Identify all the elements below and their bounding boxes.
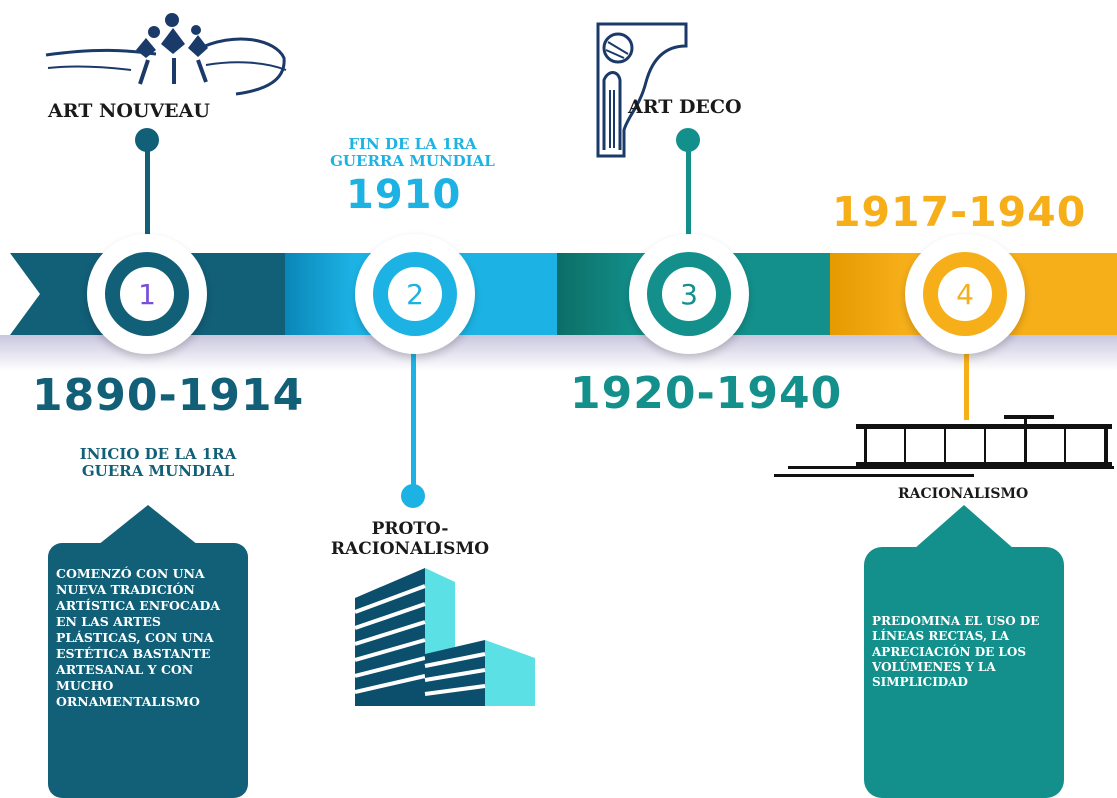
- connector-3: [686, 140, 691, 240]
- connector-dot-1: [135, 128, 159, 152]
- milestone-3-title: ART DECO: [628, 96, 742, 118]
- timeline-ribbon: [10, 253, 1117, 335]
- milestone-1-description: Comenzó con una nueva tradición artístic…: [56, 566, 221, 709]
- milestone-circle-4: 4: [905, 234, 1025, 354]
- milestone-2-year: 1910: [346, 172, 462, 218]
- connector-2: [411, 350, 416, 495]
- art-deco-ornament-icon: [596, 22, 688, 158]
- milestone-number-3: 3: [662, 267, 716, 321]
- milestone-number-2: 2: [388, 267, 442, 321]
- milestone-1-caption: INICIO DE LA 1RA GUERA MUNDIAL: [79, 445, 237, 481]
- milestone-1-title: ART NOUVEAU: [48, 100, 210, 122]
- milestone-number-1: 1: [120, 267, 174, 321]
- connector-1: [145, 140, 150, 240]
- milestone-2-caption: FIN DE LA 1RA GUERRA MUNDIAL: [330, 135, 495, 171]
- connector-dot-2: [401, 484, 425, 508]
- milestone-4-title: RACIONALISMO: [898, 486, 1029, 502]
- milestone-circle-2: 2: [355, 234, 475, 354]
- modern-house-icon: [774, 415, 1114, 477]
- milestone-4-year: 1917-1940: [832, 188, 1087, 236]
- milestone-1-callout: [48, 505, 248, 798]
- milestone-number-4: 4: [938, 267, 992, 321]
- connector-4: [964, 350, 969, 420]
- building-icon: [355, 568, 535, 706]
- milestone-4-callout: [864, 505, 1064, 798]
- milestone-4-description: Predomina el uso de líneas rectas, la ap…: [872, 614, 1040, 690]
- milestone-circle-1: 1: [87, 234, 207, 354]
- milestone-1-year: 1890-1914: [32, 370, 305, 421]
- connector-dot-3: [676, 128, 700, 152]
- milestone-3-year: 1920-1940: [570, 368, 843, 419]
- milestone-2-title: PROTO-RACIONALISMO: [330, 519, 490, 559]
- milestone-circle-3: 3: [629, 234, 749, 354]
- art-nouveau-ornament-icon: [45, 13, 287, 96]
